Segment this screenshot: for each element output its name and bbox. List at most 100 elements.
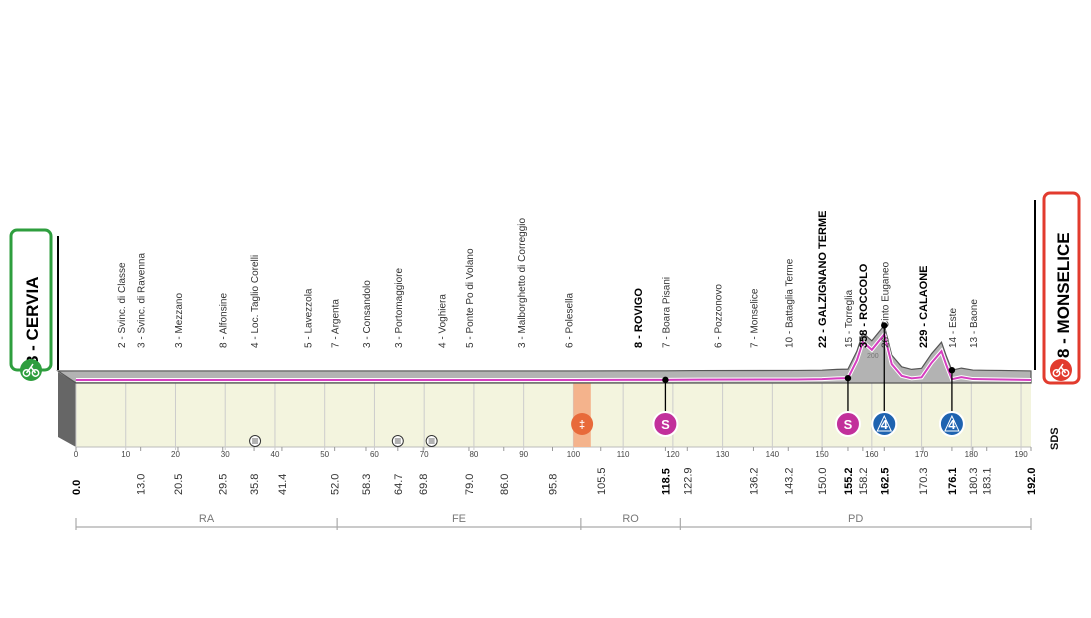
region-label: RA [199,513,215,525]
distance-label: 155.2 [843,467,855,495]
checkpoint-label: 10 - Battaglia Terme [784,258,795,348]
kom-category-label: 4 [881,417,889,432]
start-label: 3 - CERVIA [23,277,42,366]
distance-label: 64.7 [393,474,405,495]
region-label: PD [848,513,863,525]
checkpoint-label: 22 - GALZIGNANO TERME [817,210,829,348]
railroad-crossing-glyph [428,438,435,444]
km-tick-label: 100 [567,450,581,459]
railroad-crossing-glyph [394,438,401,444]
sprint-label: S [844,417,853,432]
km-tick-label: 180 [965,450,979,459]
distance-label: 150.0 [817,467,829,495]
sprint-icon [834,411,861,437]
sprint-label: S [661,417,670,432]
sds-logo: SDS [1049,427,1061,450]
checkpoint-label: 6 - Pozzonovo [714,284,725,348]
distance-label: 180.3 [968,467,980,495]
feed-zone: ‡ [571,383,594,447]
km-tick-label: 60 [370,450,379,459]
mountain-icon [876,414,893,432]
distance-label: 20.5 [173,474,185,495]
checkpoint-label: 3 - Consandolo [362,280,373,348]
km-tick-label: 20 [171,450,180,459]
checkpoint-label: 5 - Ponte Po di Volano [465,248,476,348]
km-tick-label: 130 [716,450,730,459]
mountain-icon [944,414,960,432]
kom-category-label: 4 [948,417,956,432]
distance-label: 122.9 [682,467,694,495]
region-label: RO [622,513,639,525]
distance-label: 176.1 [947,467,959,495]
start-banner: 3 - CERVIA [9,228,53,381]
distance-label: 192.0 [1026,467,1038,495]
checkpoint-label: 13 - Baone [969,299,980,348]
checkpoint-label: 6 - Polesella [564,293,575,348]
checkpoint-label: 7 - Monselice [749,288,760,348]
distance-label: 170.3 [918,467,930,495]
km-tick-label: 170 [915,450,929,459]
distance-label: 143.2 [783,467,795,495]
checkpoint-label: 4 - Voghiera [438,294,449,348]
distance-label: 69.8 [418,474,430,495]
distance-label: 52.0 [330,474,342,495]
km-tick-label: 40 [271,450,280,459]
stage-markers: S S 4 4 [652,322,965,437]
distance-label: 29.5 [218,474,230,495]
distance-label: 136.2 [748,467,760,495]
km-tick-label: 160 [865,450,879,459]
checkpoint-label: 3 - Svinc. di Ravenna [137,253,148,348]
distance-label: 0.0 [71,480,83,495]
km-tick-label: 190 [1014,450,1028,459]
distance-label: 35.8 [249,474,261,495]
km-tick-label: 120 [666,450,680,459]
sprint-icon [652,411,679,437]
distance-label: 58.3 [361,474,373,495]
distance-label: 118.5 [660,468,672,495]
finish-badge [1050,359,1072,381]
distance-label: 41.4 [277,474,289,495]
distance-label: 105.5 [596,467,608,495]
profile-base-side [58,372,76,447]
checkpoint-label: 3 - Malborghetto di Correggio [517,217,528,348]
cyclist-icon [1052,363,1070,377]
checkpoint-label: 5 - Lavezzola [303,288,314,348]
km-tick-label: 30 [221,450,230,459]
cyclist-icon [22,363,40,377]
marker-dot [948,366,956,374]
checkpoint-label: 26 - Cinto Euganeo [880,261,891,348]
checkpoint-label: 3 - Portomaggiore [394,268,405,348]
elevation-tick-label: 200 [867,353,879,360]
checkpoint-label: 15 - Torreglia [844,289,855,348]
checkpoint-labels: 2 - Svinc. di Classe 3 - Svinc. di Ravenn… [117,210,980,348]
checkpoint-label: 229 - CALAONE [918,265,930,348]
checkpoint-label: 3 - Mezzano [174,293,185,348]
distance-label: 79.0 [464,474,476,495]
checkpoint-label: 2 - Svinc. di Classe [117,262,128,348]
km-tick-label: 80 [469,450,478,459]
fork-knife-icon [571,413,594,435]
distance-label: 13.0 [136,474,148,495]
checkpoint-label: 14 - Este [948,308,959,348]
railroad-crossing-glyph [252,438,259,444]
km-tick-label: 50 [320,450,329,459]
checkpoint-label: 358 - ROCCOLO [858,263,870,348]
km-tick-label: 90 [519,450,528,459]
finish-banner-frame [1042,191,1081,385]
km-tick-label: 150 [815,450,829,459]
route-line [76,332,1032,381]
distance-label: 162.5 [879,467,891,495]
distance-labels: 0.0 13.0 20.5 29.5 35.8 41.4 52.0 58.3 64.7 69.8 7… [71,447,1038,495]
marker-dot [662,376,669,384]
checkpoint-label: 7 - Argenta [331,299,342,348]
checkpoint-label: 7 - Boara Pisani [661,277,672,348]
fork-knife-glyph: ‡ [579,419,585,431]
distance-label: 158.2 [858,467,870,495]
checkpoint-label: 8 - Alfonsine [219,293,230,348]
km-tick-label: 0 [74,450,79,459]
distance-label: 183.1 [982,467,994,495]
finish-label: 8 - MONSELICE [1054,232,1073,358]
